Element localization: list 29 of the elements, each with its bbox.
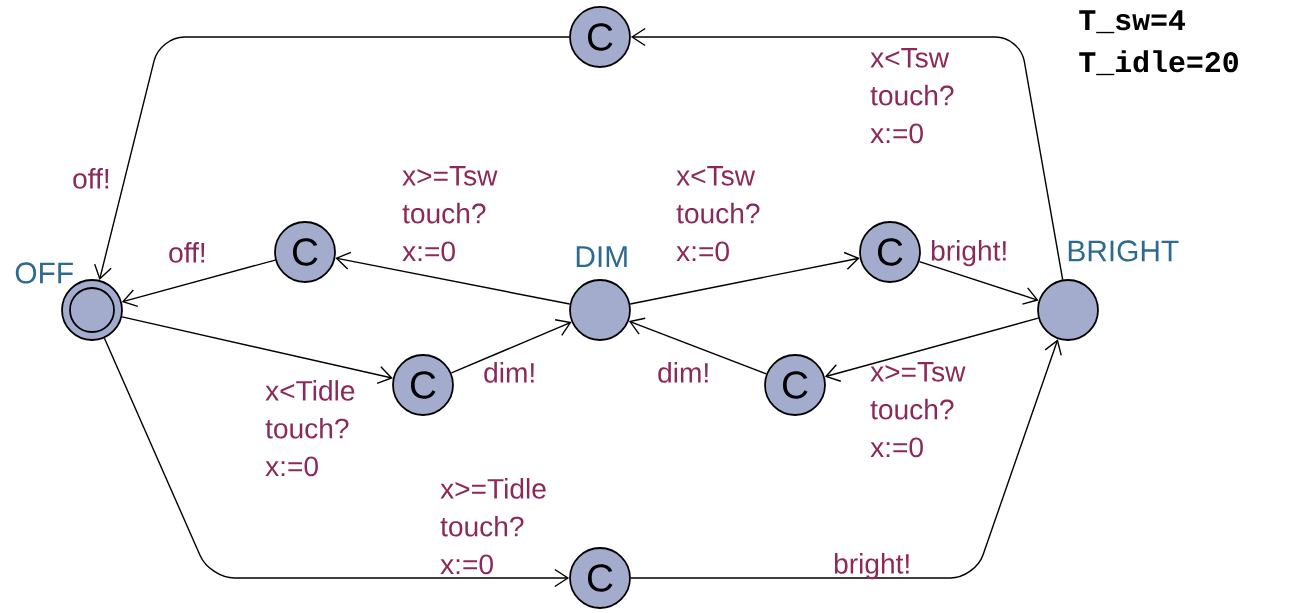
edge-label: dim! <box>484 362 534 383</box>
edge-label: off! <box>169 242 205 263</box>
state-name: DIM <box>576 246 627 267</box>
arrow <box>121 259 276 308</box>
state-name: BRIGHT <box>1068 240 1179 262</box>
edge-label: x<Tidle touch? x:=0 <box>265 380 355 477</box>
edge-label: x>=Tsw touch? x:=0 <box>870 362 966 458</box>
state-name: OFF <box>15 262 73 284</box>
edge-label: bright! <box>834 553 909 580</box>
constant-declaration: T_sw=4 <box>1079 10 1185 34</box>
edge-label: off! <box>73 168 109 189</box>
arrow <box>450 319 572 374</box>
edge-label: x>=Tsw touch? x:=0 <box>402 166 498 262</box>
constant-declaration: T_idle=20 <box>1079 50 1238 76</box>
arrow <box>630 339 1062 579</box>
arrow <box>335 251 571 305</box>
edge-label: x>=Tidle touch? x:=0 <box>440 478 546 575</box>
edge-label: x<Tsw touch? x:=0 <box>676 166 760 262</box>
arrow <box>628 317 767 375</box>
arrow <box>121 316 393 384</box>
arrow <box>824 317 1039 382</box>
edge-label: x<Tsw touch? x:=0 <box>870 48 954 144</box>
arrow <box>103 337 570 588</box>
edge-label: dim! <box>658 362 708 383</box>
arrow <box>93 36 570 281</box>
arrow <box>629 251 860 305</box>
arrow <box>918 260 1039 305</box>
edge-label: bright! <box>931 240 1006 267</box>
arrow <box>630 27 1064 281</box>
